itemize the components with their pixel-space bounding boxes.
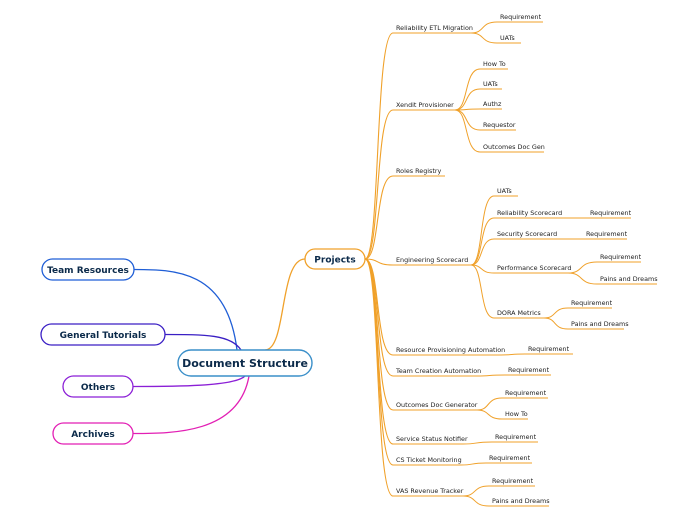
project-reliability-etl-migration-uats-label[interactable]: UATs xyxy=(500,34,515,42)
project-engineering-scorecard-performance-scorecard-label[interactable]: Performance Scorecard xyxy=(497,264,571,272)
project-team-creation-automation-requirement-label[interactable]: Requirement xyxy=(508,366,550,374)
connector-others xyxy=(132,375,246,388)
project-service-status-notifier-label[interactable]: Service Status Notifier xyxy=(396,435,468,443)
project-vas-revenue-tracker-pains-and-dreams-label[interactable]: Pains and Dreams xyxy=(492,497,550,505)
connector-project-engineering-scorecard-uats xyxy=(470,195,495,266)
project-service-status-notifier-requirement-label[interactable]: Requirement xyxy=(495,433,537,441)
topic-others-label: Others xyxy=(81,383,115,393)
connector-project-engineering-scorecard-performance-scorecard-pains-and-dreams xyxy=(567,272,598,285)
project-resource-provisioning-automation-requirement-label[interactable]: Requirement xyxy=(528,345,570,353)
connector-project-engineering-scorecard-dora-metrics-requirement xyxy=(543,307,569,319)
project-engineering-scorecard-dora-metrics-pains-and-dreams-label[interactable]: Pains and Dreams xyxy=(571,320,629,328)
connector-project-resource-provisioning-automation-requirement xyxy=(500,353,526,356)
connector-project-service-status-notifier-requirement xyxy=(462,441,493,445)
topic-projects-label: Projects xyxy=(314,255,355,265)
project-engineering-scorecard-dora-metrics-label[interactable]: DORA Metrics xyxy=(497,309,541,317)
project-outcomes-doc-generator-requirement-label[interactable]: Requirement xyxy=(505,389,547,397)
project-reliability-etl-migration-requirement-label[interactable]: Requirement xyxy=(500,13,542,21)
connector-project-engineering-scorecard-reliability-scorecard xyxy=(470,217,495,266)
connector-project-roles-registry xyxy=(364,175,394,260)
connector-project-reliability-etl-migration xyxy=(364,32,394,260)
project-team-creation-automation-label[interactable]: Team Creation Automation xyxy=(395,367,481,375)
topic-projects[interactable] xyxy=(304,248,366,270)
connector-project-outcomes-doc-generator-requirement xyxy=(476,397,503,411)
project-xendit-provisioner-outcomes-doc-gen-label[interactable]: Outcomes Doc Gen xyxy=(483,143,545,151)
project-engineering-scorecard-label[interactable]: Engineering Scorecard xyxy=(396,256,468,264)
connector-project-engineering-scorecard-performance-scorecard-requirement xyxy=(567,261,598,274)
connector-project-engineering-scorecard-security-scorecard xyxy=(470,238,495,266)
topic-team-resources[interactable] xyxy=(41,258,135,281)
topic-team-resources-label: Team Resources xyxy=(47,266,129,276)
connector-project-cs-ticket-monitoring-requirement xyxy=(460,462,487,466)
topic-others[interactable] xyxy=(62,375,134,398)
connector-project-engineering-scorecard-dora-metrics-pains-and-dreams xyxy=(543,317,569,330)
root-node-label: Document Structure xyxy=(182,357,308,370)
connector-project-xendit-provisioner-how-to xyxy=(454,68,481,111)
project-reliability-etl-migration-label[interactable]: Reliability ETL Migration xyxy=(396,24,473,32)
project-vas-revenue-tracker-label[interactable]: VAS Revenue Tracker xyxy=(396,487,464,495)
project-xendit-provisioner-label[interactable]: Xendit Provisioner xyxy=(396,101,454,109)
connector-project-xendit-provisioner-uats xyxy=(454,88,481,111)
topic-general-tutorials[interactable] xyxy=(40,323,166,346)
project-outcomes-doc-generator-label[interactable]: Outcomes Doc Generator xyxy=(396,401,478,409)
project-roles-registry-label[interactable]: Roles Registry xyxy=(396,167,442,175)
project-engineering-scorecard-dora-metrics-requirement-label[interactable]: Requirement xyxy=(571,299,613,307)
connector-team-resources xyxy=(133,268,238,351)
project-cs-ticket-monitoring-requirement-label[interactable]: Requirement xyxy=(489,454,531,462)
connector-project-reliability-etl-migration-requirement xyxy=(470,21,498,34)
connector-project-reliability-etl-migration-uats xyxy=(470,32,498,44)
project-engineering-scorecard-security-scorecard-label[interactable]: Security Scorecard xyxy=(497,230,557,238)
connector-project-xendit-provisioner-requestor xyxy=(454,109,481,131)
connector-archives xyxy=(132,375,250,435)
connector-project-engineering-scorecard xyxy=(364,258,394,266)
project-xendit-provisioner-uats-label[interactable]: UATs xyxy=(483,80,498,88)
project-engineering-scorecard-performance-scorecard-pains-and-dreams-label[interactable]: Pains and Dreams xyxy=(600,275,658,283)
connector-general-tutorials xyxy=(164,333,242,351)
connector-project-resource-provisioning-automation xyxy=(364,258,394,356)
connector-project-engineering-scorecard-performance-scorecard xyxy=(470,264,495,274)
connector-project-engineering-scorecard-dora-metrics xyxy=(470,264,495,319)
project-engineering-scorecard-reliability-scorecard-requirement-label[interactable]: Requirement xyxy=(590,209,632,217)
topic-archives-label: Archives xyxy=(71,430,115,440)
project-outcomes-doc-generator-how-to-label[interactable]: How To xyxy=(505,410,528,418)
root-node[interactable] xyxy=(177,349,313,377)
connector-project-xendit-provisioner-outcomes-doc-gen xyxy=(454,109,481,153)
connector-projects xyxy=(264,258,306,351)
topic-general-tutorials-label: General Tutorials xyxy=(60,331,147,341)
connector-project-team-creation-automation-requirement xyxy=(476,374,506,377)
connectors xyxy=(132,21,598,507)
project-cs-ticket-monitoring-label[interactable]: CS Ticket Monitoring xyxy=(396,456,462,464)
topic-archives[interactable] xyxy=(52,422,134,445)
connector-project-vas-revenue-tracker-requirement xyxy=(462,485,490,497)
project-vas-revenue-tracker-requirement-label[interactable]: Requirement xyxy=(492,477,534,485)
project-engineering-scorecard-uats-label[interactable]: UATs xyxy=(497,187,512,195)
project-xendit-provisioner-requestor-label[interactable]: Requestor xyxy=(483,121,516,129)
project-engineering-scorecard-performance-scorecard-requirement-label[interactable]: Requirement xyxy=(600,253,642,261)
connector-project-outcomes-doc-generator-how-to xyxy=(476,409,503,420)
connector-project-vas-revenue-tracker-pains-and-dreams xyxy=(462,495,490,507)
project-xendit-provisioner-how-to-label[interactable]: How To xyxy=(483,60,506,68)
project-engineering-scorecard-reliability-scorecard-label[interactable]: Reliability Scorecard xyxy=(497,209,562,217)
project-engineering-scorecard-security-scorecard-requirement-label[interactable]: Requirement xyxy=(586,230,628,238)
connector-project-xendit-provisioner xyxy=(364,109,394,260)
project-xendit-provisioner-authz-label[interactable]: Authz xyxy=(483,100,502,108)
connector-project-vas-revenue-tracker xyxy=(364,258,394,497)
project-resource-provisioning-automation-label[interactable]: Resource Provisioning Automation xyxy=(396,346,505,354)
